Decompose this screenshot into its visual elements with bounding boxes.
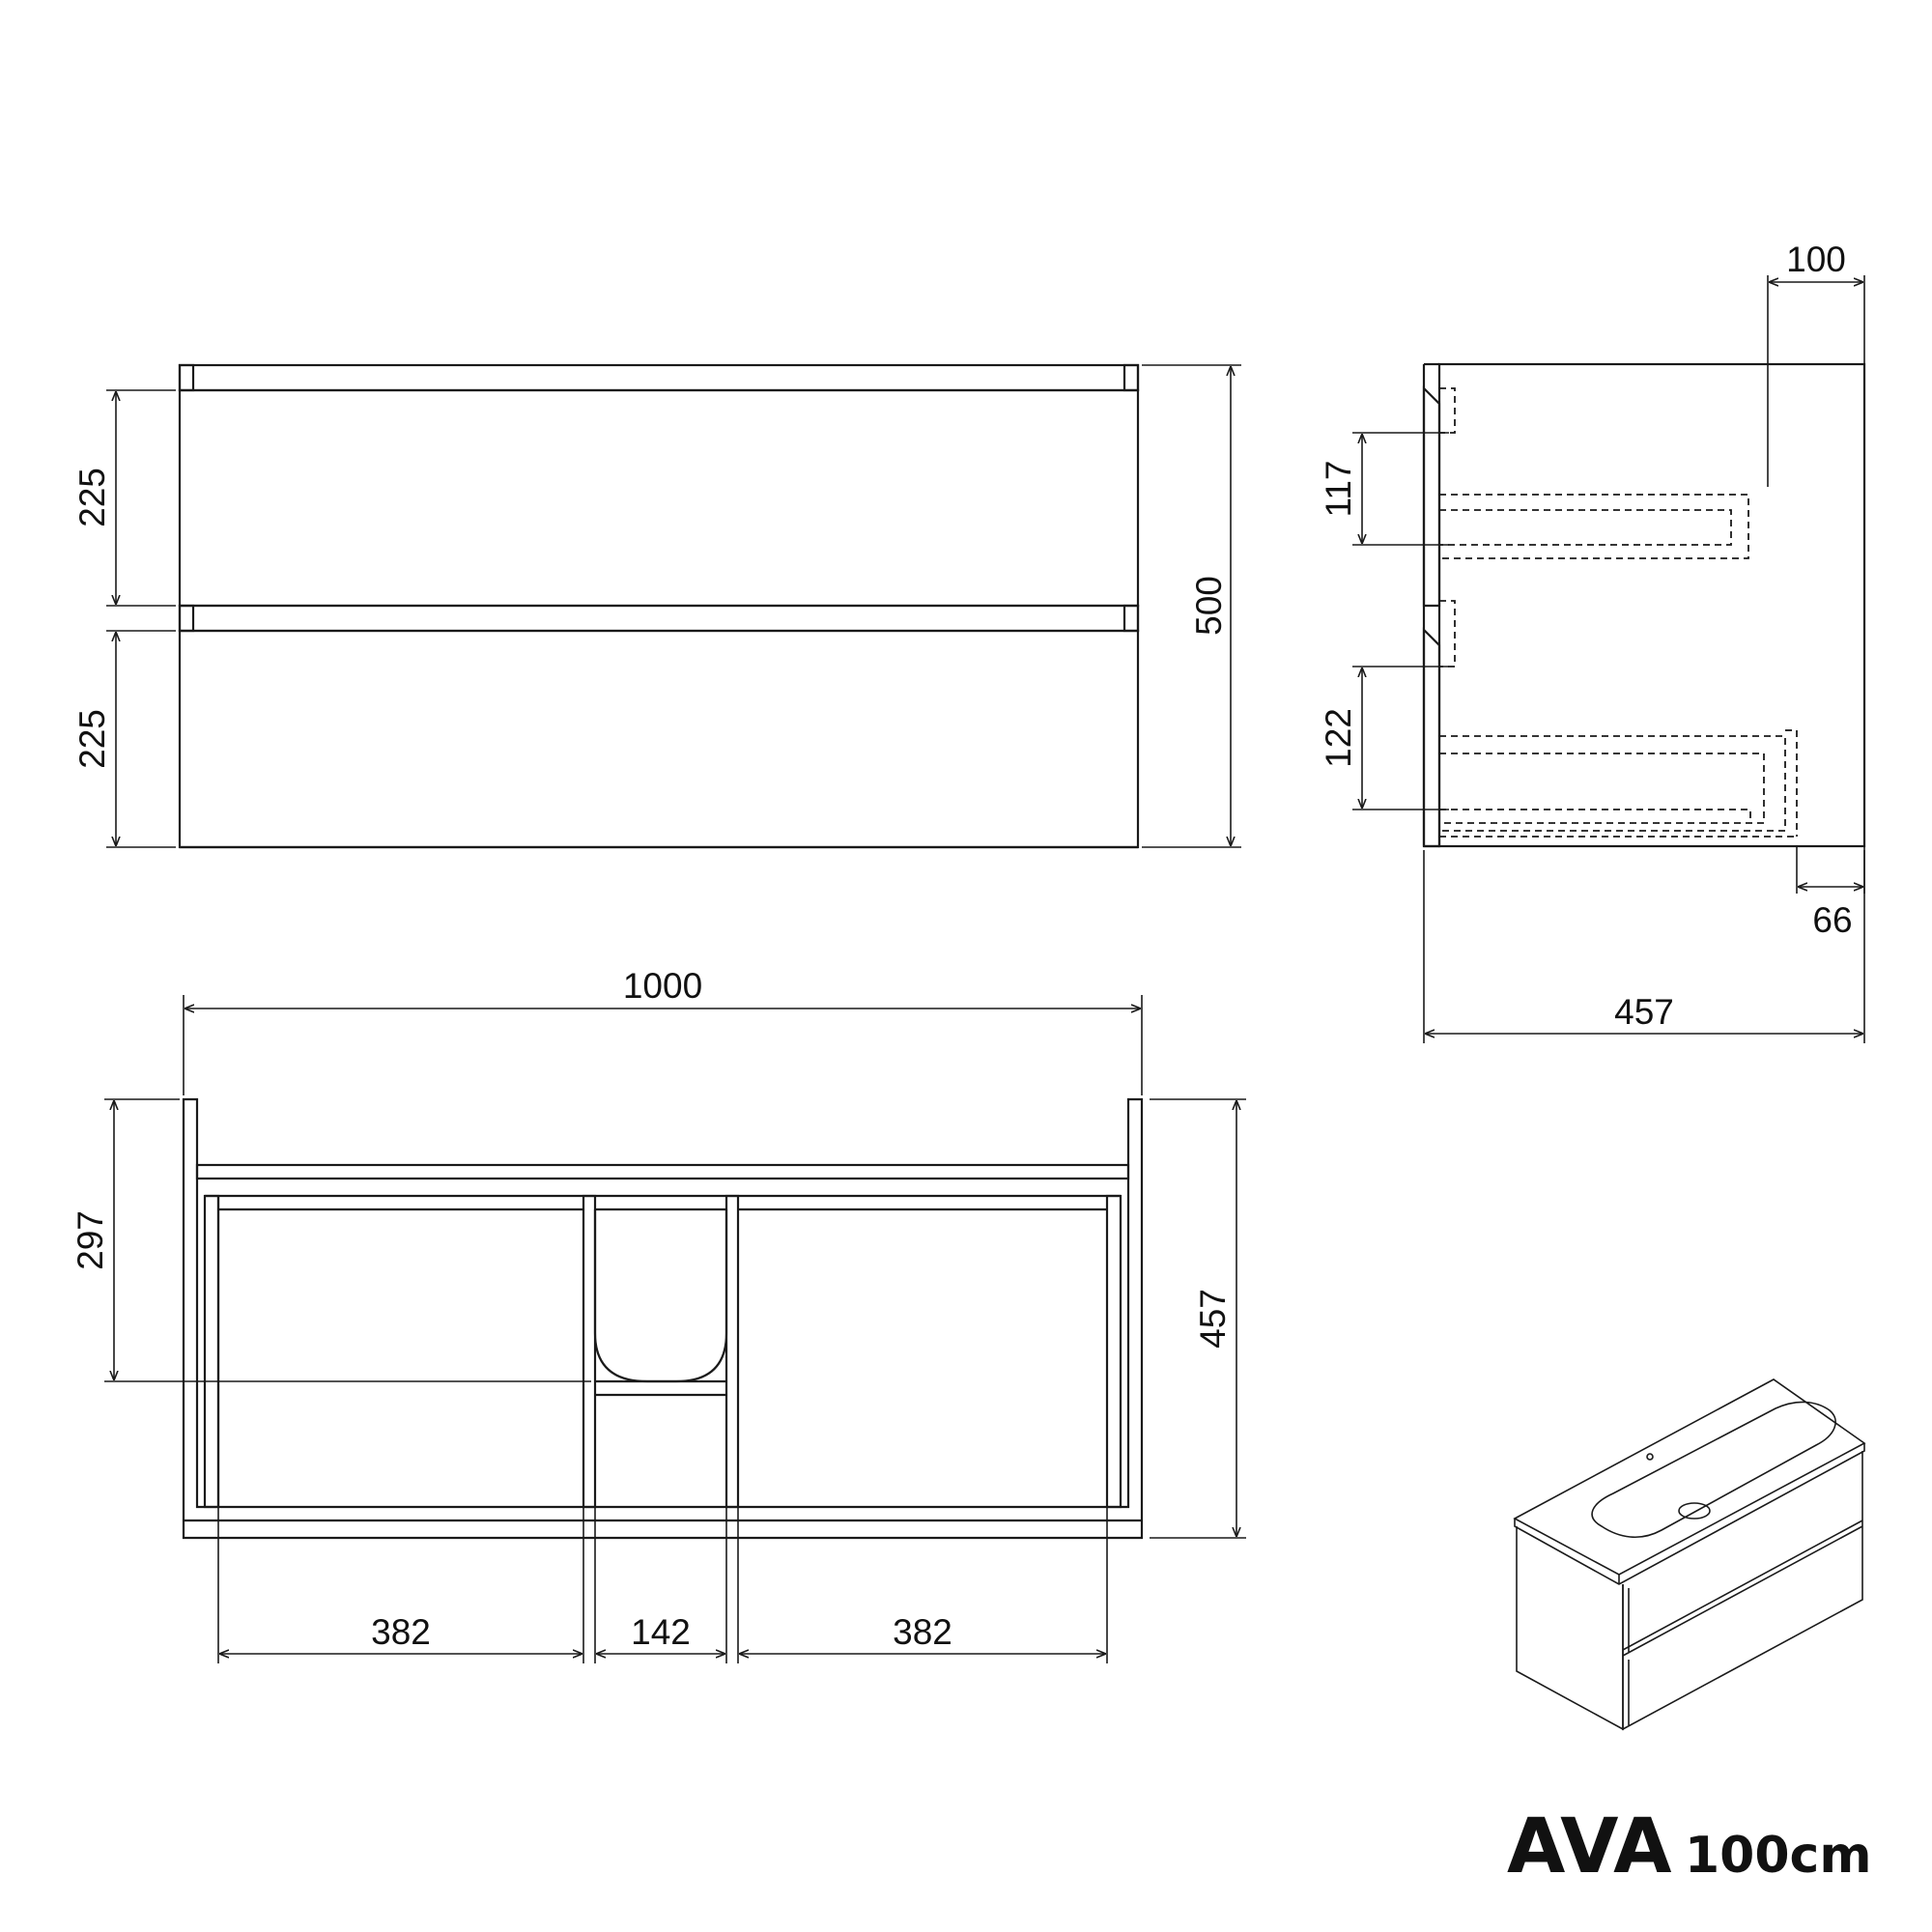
dim-height-500: 500 xyxy=(1189,576,1229,636)
dim-middle-142: 142 xyxy=(631,1612,691,1652)
front-view: 500 225 225 xyxy=(72,363,1241,849)
top-view: 1000 457 297 382 142 382 xyxy=(71,966,1246,1663)
lower-drawer xyxy=(178,629,1140,849)
dim-bottom-66: 66 xyxy=(1812,900,1852,940)
siphon-cutout xyxy=(593,1209,728,1383)
dim-depth-457: 457 xyxy=(1614,992,1674,1032)
side-view: 100 117 122 66 457 xyxy=(1319,240,1866,1043)
dim-top-depth-457: 457 xyxy=(1193,1289,1233,1349)
dim-cutout-297: 297 xyxy=(71,1210,110,1270)
dim-right-382: 382 xyxy=(893,1612,952,1652)
dim-drawer-bottom-225: 225 xyxy=(72,709,112,769)
product-size: 100cm xyxy=(1685,1827,1872,1885)
dim-top-offset-100: 100 xyxy=(1786,240,1846,279)
dim-width-1000: 1000 xyxy=(623,966,702,1006)
product-illustration xyxy=(1513,1378,1866,1731)
dim-upper-117: 117 xyxy=(1319,461,1358,518)
upper-drawer xyxy=(178,388,1140,608)
dim-drawer-top-225: 225 xyxy=(72,468,112,527)
dim-lower-122: 122 xyxy=(1319,708,1358,768)
dim-left-382: 382 xyxy=(371,1612,431,1652)
product-name: AVA xyxy=(1507,1804,1672,1890)
